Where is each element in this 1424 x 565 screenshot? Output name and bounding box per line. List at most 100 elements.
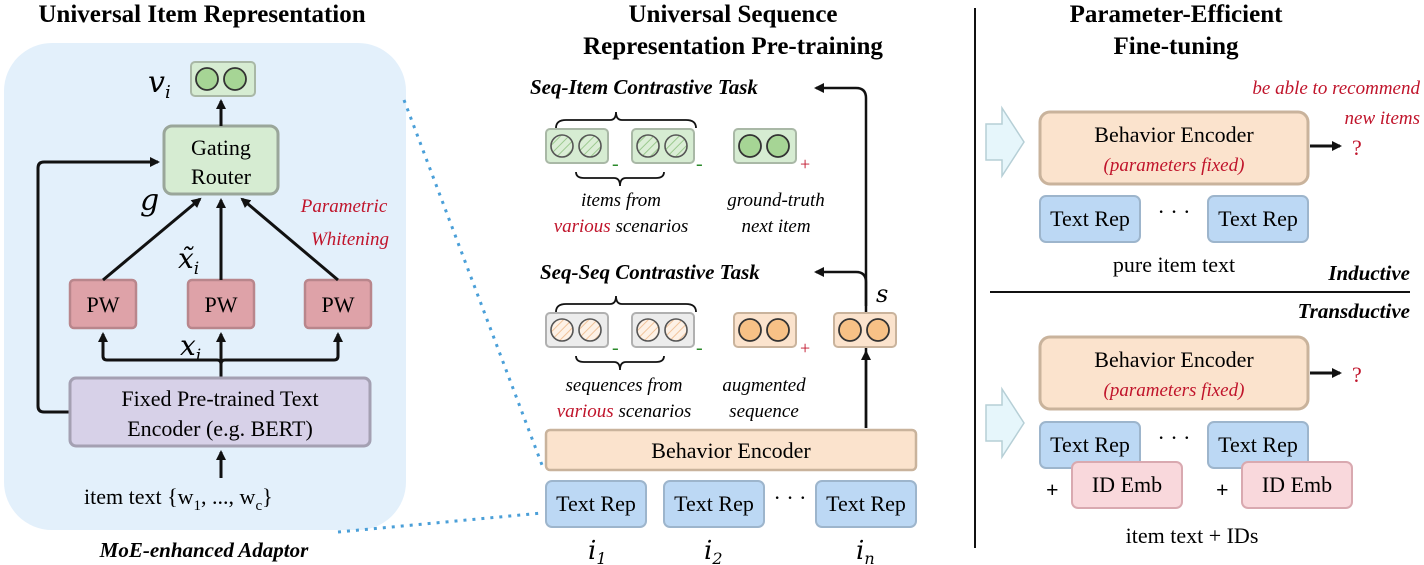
svg-text:vi: vi bbox=[148, 65, 171, 103]
inductive-label: Inductive bbox=[1327, 261, 1410, 285]
behavior-encoder-label: Behavior Encoder bbox=[651, 438, 811, 463]
gating-label-1: Gating bbox=[191, 135, 251, 160]
pw-label-3: PW bbox=[322, 292, 355, 317]
svg-text:xi: xi bbox=[180, 329, 201, 366]
item-text-label: item text {w bbox=[84, 484, 194, 509]
text-rep-box-3 bbox=[815, 480, 917, 528]
xtilde-label: x̃ bbox=[178, 242, 194, 275]
zoom-connector-top bbox=[402, 99, 544, 466]
item-text-end: } bbox=[262, 484, 273, 509]
svg-text:various scenarios: various scenarios bbox=[557, 401, 692, 422]
recommend-label-2: new items bbox=[1345, 108, 1420, 129]
middle-title-1: Universal Sequence bbox=[628, 1, 837, 28]
s-label: s bbox=[876, 280, 888, 308]
in-label: i bbox=[856, 536, 864, 565]
left-title: Universal Item Representation bbox=[38, 1, 365, 28]
id-emb-label-2: ID Emb bbox=[1262, 472, 1332, 497]
plus-id-1: + bbox=[1046, 477, 1059, 502]
text-rep-box-2 bbox=[663, 480, 765, 528]
various-label-1: various bbox=[554, 216, 611, 237]
text-rep-box-1 bbox=[545, 480, 647, 528]
flow-arrow-bottom bbox=[985, 386, 1025, 460]
right-panel: Parameter-Efficient Fine-tuning be able … bbox=[985, 1, 1420, 548]
svg-text:x̃i: x̃i bbox=[178, 242, 199, 279]
x-sub: i bbox=[196, 346, 201, 366]
seq-seq-task-label: Seq-Seq Contrastive Task bbox=[540, 260, 760, 284]
adaptor-caption: MoE-enhanced Adaptor bbox=[99, 538, 309, 562]
inductive-question: ? bbox=[1352, 135, 1362, 160]
inductive-encoder-label: Behavior Encoder bbox=[1094, 122, 1254, 147]
id-emb-box-2 bbox=[1241, 461, 1353, 509]
recommend-label-1: be able to recommend bbox=[1252, 78, 1420, 99]
transductive-question: ? bbox=[1352, 362, 1362, 387]
item-text-ids-label: item text + IDs bbox=[1126, 523, 1259, 548]
pure-item-text-label: pure item text bbox=[1113, 252, 1235, 277]
text-encoder-box bbox=[68, 376, 372, 448]
svg-text:i2: i2 bbox=[704, 536, 723, 565]
middle-title-2: Representation Pre-training bbox=[583, 33, 883, 60]
scenarios-label-2: scenarios bbox=[614, 401, 692, 422]
i1-label: i bbox=[588, 536, 596, 565]
sequences-from-label: sequences from bbox=[566, 375, 683, 396]
x-label: x bbox=[180, 329, 196, 362]
inductive-text-rep-label-1: Text Rep bbox=[1050, 206, 1130, 231]
text-rep-label-3: Text Rep bbox=[826, 491, 906, 516]
inductive-params-fixed: (parameters fixed) bbox=[1104, 155, 1245, 176]
right-title-2: Fine-tuning bbox=[1113, 33, 1239, 60]
left-panel: Universal Item Representation vi Gating … bbox=[4, 1, 406, 562]
transductive-behavior-encoder-box bbox=[1038, 335, 1310, 411]
transductive-text-rep-label-1: Text Rep bbox=[1050, 432, 1130, 457]
minus-4: - bbox=[696, 337, 703, 359]
svg-text:item text {w1, ..., wc}: item text {w1, ..., wc} bbox=[84, 484, 273, 514]
i2-sub: 2 bbox=[711, 549, 722, 565]
parametric-label: Parametric bbox=[300, 196, 388, 217]
plus-1: + bbox=[800, 154, 810, 174]
transductive-params-fixed: (parameters fixed) bbox=[1104, 380, 1245, 401]
minus-2: - bbox=[696, 153, 703, 175]
vi-embedding: vi bbox=[148, 61, 256, 103]
plus-id-2: + bbox=[1216, 477, 1229, 502]
various-label-2: various bbox=[557, 401, 614, 422]
g-label: g bbox=[140, 183, 159, 218]
inductive-text-rep-2 bbox=[1207, 195, 1309, 243]
inductive-behavior-encoder-box bbox=[1038, 110, 1310, 186]
seq-item-task-label: Seq-Item Contrastive Task bbox=[530, 75, 758, 99]
item-text-subc: c bbox=[255, 498, 262, 514]
minus-3: - bbox=[612, 337, 619, 359]
id-emb-label-1: ID Emb bbox=[1092, 472, 1162, 497]
gating-label-2: Router bbox=[191, 164, 252, 189]
in-sub: n bbox=[864, 549, 874, 565]
scenarios-label-1: scenarios bbox=[611, 216, 689, 237]
xtilde-sub: i bbox=[194, 259, 199, 279]
id-emb-box-1 bbox=[1071, 461, 1183, 509]
inductive-text-rep-1 bbox=[1039, 195, 1141, 243]
middle-panel: Universal Sequence Representation Pre-tr… bbox=[530, 1, 918, 565]
item-text-sub1: 1 bbox=[194, 498, 202, 514]
vi-label: v bbox=[148, 65, 165, 100]
i2-label: i bbox=[704, 536, 712, 565]
item-text-mid: , ..., w bbox=[201, 484, 256, 509]
ground-truth-label-2: next item bbox=[741, 216, 810, 237]
transductive-label: Transductive bbox=[1298, 299, 1410, 323]
text-rep-label-1: Text Rep bbox=[556, 491, 636, 516]
vi-sub: i bbox=[165, 82, 171, 103]
svg-text:in: in bbox=[856, 536, 875, 565]
minus-1: - bbox=[612, 153, 619, 175]
svg-text:various scenarios: various scenarios bbox=[554, 216, 689, 237]
whitening-label: Whitening bbox=[311, 229, 389, 250]
inductive-dots: · · · bbox=[1158, 199, 1191, 224]
inductive-text-rep-label-2: Text Rep bbox=[1218, 206, 1298, 231]
ground-truth-label-1: ground-truth bbox=[727, 190, 824, 211]
svg-text:i1: i1 bbox=[588, 536, 607, 565]
transductive-dots: · · · bbox=[1158, 425, 1191, 450]
right-title-1: Parameter-Efficient bbox=[1070, 1, 1284, 28]
encoder-label-2: Encoder (e.g. BERT) bbox=[127, 416, 313, 441]
text-rep-label-2: Text Rep bbox=[674, 491, 754, 516]
i1-sub: 1 bbox=[596, 549, 606, 565]
pw-label-1: PW bbox=[87, 292, 120, 317]
augmented-label-2: sequence bbox=[729, 401, 799, 422]
middle-dots: · · · bbox=[774, 485, 807, 510]
behavior-encoder-box bbox=[544, 428, 918, 472]
transductive-text-rep-label-2: Text Rep bbox=[1218, 432, 1298, 457]
